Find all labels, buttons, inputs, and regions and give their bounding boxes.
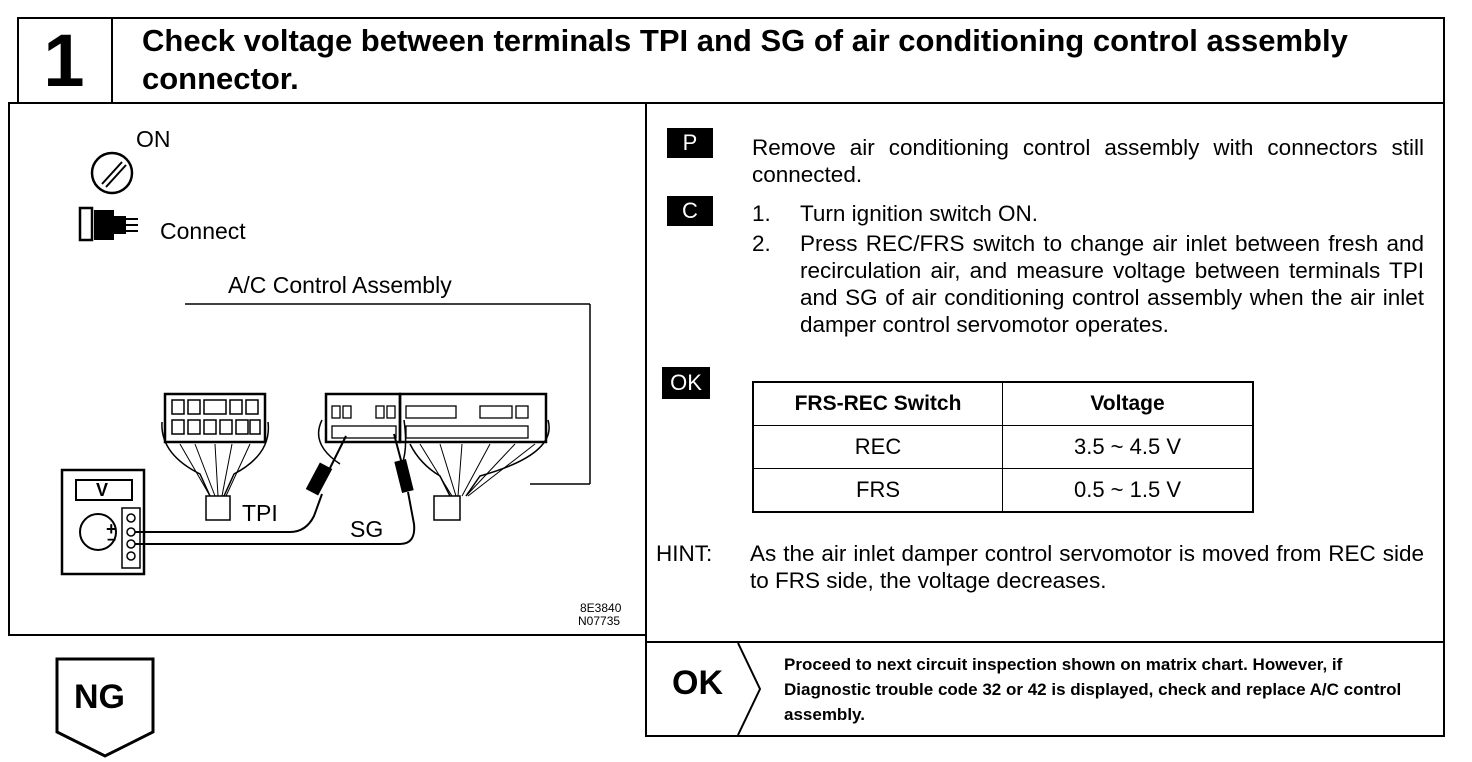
- voltmeter: [60, 468, 146, 576]
- middle-connector: [317, 392, 407, 465]
- p-badge: P: [667, 128, 713, 158]
- figure-code-2: N07735: [578, 614, 621, 628]
- voltmeter-minus: −: [107, 532, 117, 549]
- table-header: FRS-REC Switch: [752, 381, 1003, 426]
- table-cell: REC: [752, 425, 1003, 469]
- table-cell: FRS: [752, 468, 1003, 513]
- number-divider: [111, 17, 113, 104]
- table-cell: 0.5 ~ 1.5 V: [1002, 468, 1254, 513]
- sg-probe: [393, 433, 414, 493]
- ok-result-text: Proceed to next circuit inspection shown…: [784, 655, 1402, 724]
- frame-right: [1443, 17, 1445, 737]
- ok-arrow-divider: [737, 643, 762, 735]
- on-label: ON: [136, 126, 171, 152]
- voltage-table: FRS-REC Switch Voltage REC 3.5 ~ 4.5 V F…: [752, 381, 1254, 513]
- connect-label: Connect: [160, 218, 246, 244]
- left-connector: [161, 392, 270, 521]
- right-connector: [398, 392, 550, 521]
- step-1-num: 1.: [752, 201, 771, 226]
- hint-text: As the air inlet damper control servomot…: [750, 541, 1424, 593]
- table-row: FRS 0.5 ~ 1.5 V: [752, 468, 1254, 513]
- ok-box-bottom: [645, 735, 1445, 737]
- ok-box-top: [645, 641, 1445, 643]
- ng-pentagon-icon: [55, 657, 155, 758]
- ng-result-label: NG: [74, 678, 125, 716]
- c-badge: C: [667, 196, 713, 226]
- figure-code-1: 8E3840: [580, 601, 622, 615]
- p-instruction: Remove air conditioning control assembly…: [752, 135, 1424, 187]
- frame-left-header: [17, 17, 19, 104]
- hint-label: HINT:: [656, 541, 713, 566]
- table-header: Voltage: [1002, 381, 1254, 426]
- step-2-text: Press REC/FRS switch to change air inlet…: [800, 231, 1424, 337]
- step-number: 1: [43, 18, 85, 102]
- table-row: REC 3.5 ~ 4.5 V: [752, 425, 1254, 469]
- assembly-label: A/C Control Assembly: [228, 272, 452, 298]
- voltmeter-plus: +: [106, 519, 117, 539]
- ok-result-label: OK: [672, 664, 723, 702]
- step-2-num: 2.: [752, 231, 771, 256]
- center-divider: [645, 102, 647, 737]
- ok-badge: OK: [662, 367, 710, 399]
- table-cell: 3.5 ~ 4.5 V: [1002, 425, 1254, 469]
- table-header-row: FRS-REC Switch Voltage: [752, 381, 1254, 426]
- tpi-probe: [305, 435, 347, 496]
- step-1-text: Turn ignition switch ON.: [800, 201, 1038, 226]
- frame-top: [17, 17, 1445, 19]
- bottom-left-line: [8, 634, 647, 636]
- ignition-switch-icon: [90, 151, 134, 195]
- step-title: Check voltage between terminals TPI and …: [142, 23, 1348, 96]
- frame-left: [8, 102, 10, 636]
- connector-icon: [78, 206, 138, 242]
- voltmeter-label: V: [96, 480, 109, 500]
- tpi-label: TPI: [242, 500, 278, 526]
- sg-label: SG: [350, 516, 384, 542]
- wiring-illustration: [60, 151, 591, 576]
- header-divider: [8, 102, 1445, 104]
